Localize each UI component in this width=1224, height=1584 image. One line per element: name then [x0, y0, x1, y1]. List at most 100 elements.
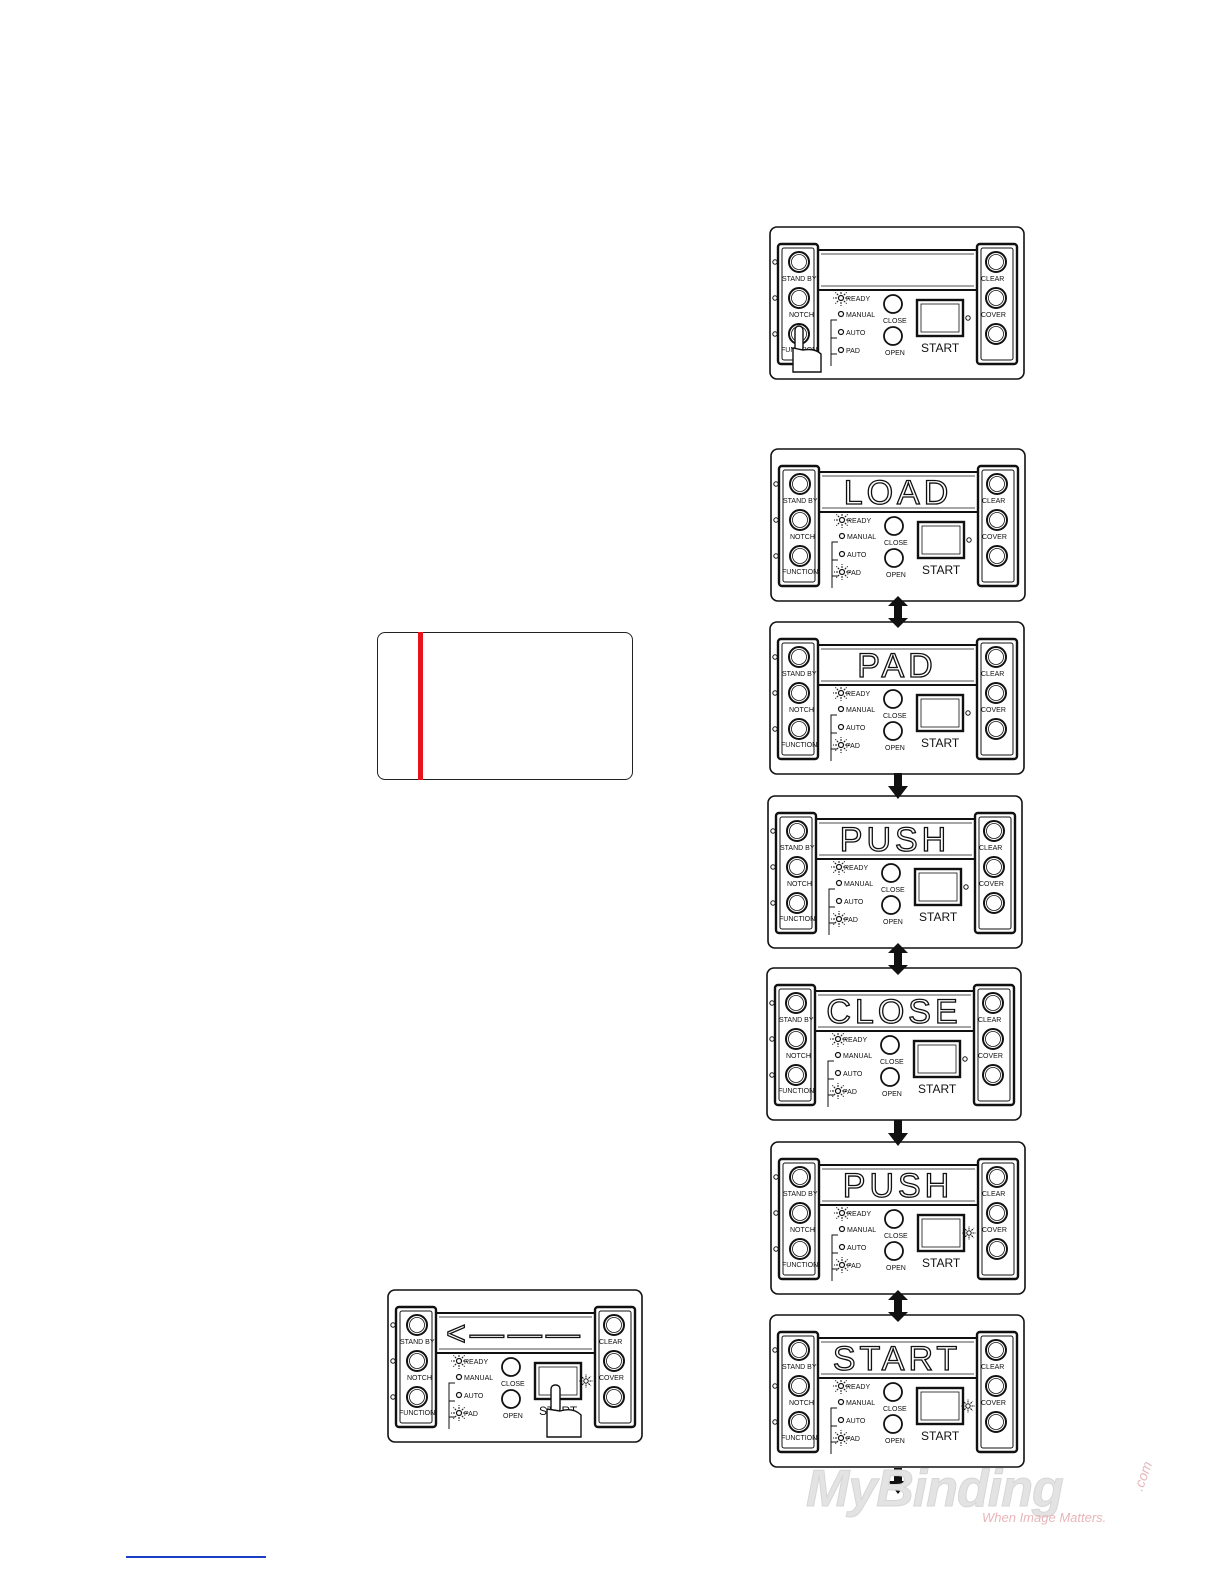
footer-link-line: [126, 1556, 266, 1558]
arrow-head-down: [888, 618, 908, 628]
open-button: [883, 326, 903, 346]
ready-led: [837, 689, 845, 697]
auto-led: [838, 1243, 846, 1251]
manual-led: [837, 705, 845, 713]
auto-led: [835, 897, 843, 905]
stand-by-label: STAND BY: [782, 671, 817, 678]
indicator-led: [772, 331, 778, 337]
open-label: OPEN: [882, 1091, 902, 1098]
cover-button: [983, 856, 1005, 878]
ready-label: READY: [846, 1384, 870, 1391]
control-panel-1: STAND BYNOTCHFUNCTIONCLEARCOVERREADYMANU…: [769, 226, 1025, 380]
start-led: [966, 1230, 972, 1236]
open-button: [501, 1389, 521, 1409]
pad-label: PAD: [847, 570, 861, 577]
start-button: [915, 1386, 965, 1426]
ready-led: [834, 1035, 842, 1043]
function-label: FUNCTION: [779, 916, 815, 923]
ready-led: [455, 1357, 463, 1365]
pad-led: [837, 741, 845, 749]
notch-label: NOTCH: [789, 1400, 814, 1407]
indicator-led: [772, 690, 778, 696]
cover-button: [603, 1350, 625, 1372]
indicator-led: [390, 1358, 396, 1364]
indicator-led: [773, 1210, 779, 1216]
indicator-led: [772, 295, 778, 301]
clear-label: CLEAR: [981, 671, 1004, 678]
open-label: OPEN: [886, 1265, 906, 1272]
notch-label: NOTCH: [789, 312, 814, 319]
open-button: [883, 721, 903, 741]
manual-led: [455, 1373, 463, 1381]
indicator-led: [772, 654, 778, 660]
function-button: [406, 1386, 428, 1408]
indicator-led: [773, 481, 779, 487]
clear-label: CLEAR: [981, 1364, 1004, 1371]
function-button: [789, 1238, 811, 1260]
notch-button: [786, 856, 808, 878]
close-label: CLOSE: [880, 1059, 904, 1066]
indicator-led: [772, 1419, 778, 1425]
close-label: CLOSE: [883, 713, 907, 720]
ready-led: [837, 294, 845, 302]
cover-label: COVER: [981, 1400, 1006, 1407]
function-button: [789, 545, 811, 567]
blink-indicator-icon: [833, 685, 849, 701]
indicator-led: [772, 1347, 778, 1353]
notch-label: NOTCH: [787, 881, 812, 888]
ready-label: READY: [847, 1211, 871, 1218]
indicator-led: [769, 1072, 775, 1078]
stand-by-button: [789, 1166, 811, 1188]
clear-label: CLEAR: [982, 1191, 1005, 1198]
blink-indicator-icon: [833, 1378, 849, 1394]
clear-button: [603, 1314, 625, 1336]
auto-led: [838, 550, 846, 558]
manual-label: MANUAL: [847, 1227, 876, 1234]
manual-led: [838, 532, 846, 540]
start-led: [965, 315, 971, 321]
cover-button: [985, 682, 1007, 704]
function-button: [785, 1064, 807, 1086]
extra-button: [986, 545, 1008, 567]
ready-label: READY: [846, 691, 870, 698]
cover-label: COVER: [981, 312, 1006, 319]
watermark-brand: MyBinding: [806, 1462, 1063, 1518]
pad-label: PAD: [846, 348, 860, 355]
notch-button: [406, 1350, 428, 1372]
arrow-head-up: [888, 943, 908, 953]
notch-button: [785, 1028, 807, 1050]
ready-led: [835, 863, 843, 871]
ready-led: [837, 1382, 845, 1390]
arrow-head-down: [888, 1133, 908, 1146]
display-text: <———: [446, 1315, 584, 1353]
start-button: [912, 1039, 962, 1079]
stand-by-button: [406, 1314, 428, 1336]
open-button: [883, 1414, 903, 1434]
extra-button: [985, 323, 1007, 345]
extra-button: [983, 892, 1005, 914]
display-text: CLOSE: [826, 993, 961, 1031]
indicator-led: [770, 900, 776, 906]
start-label: START: [918, 1082, 957, 1096]
arrow-head-down: [888, 1481, 908, 1494]
open-label: OPEN: [885, 1438, 905, 1445]
manual-led: [837, 1398, 845, 1406]
close-label: CLOSE: [881, 887, 905, 894]
notch-label: NOTCH: [407, 1375, 432, 1382]
indicator-led: [390, 1394, 396, 1400]
auto-led: [834, 1069, 842, 1077]
auto-led: [837, 328, 845, 336]
extra-button: [985, 718, 1007, 740]
pad-led: [837, 346, 845, 354]
extra-button: [985, 1411, 1007, 1433]
function-label: FUNCTION: [781, 742, 817, 749]
auto-label: AUTO: [846, 330, 866, 337]
start-led: [963, 884, 969, 890]
stand-by-label: STAND BY: [780, 845, 815, 852]
clear-label: CLEAR: [978, 1017, 1001, 1024]
arrow-head-up: [888, 1290, 908, 1300]
open-button: [880, 1067, 900, 1087]
open-label: OPEN: [885, 350, 905, 357]
notch-button: [789, 1202, 811, 1224]
